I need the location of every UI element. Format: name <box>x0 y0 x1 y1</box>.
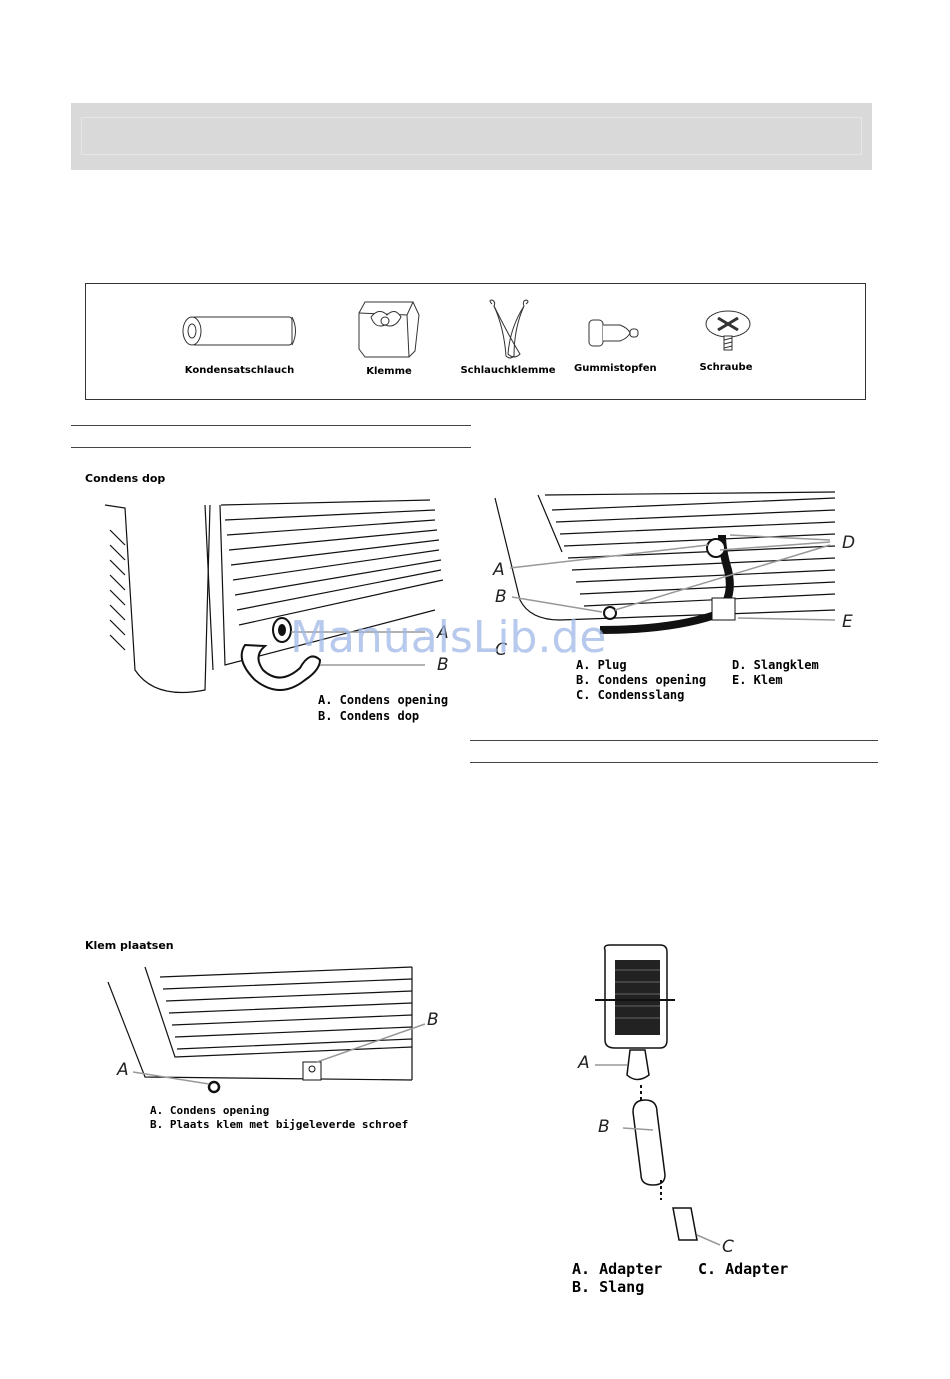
fig4-letter-a: A <box>577 1053 590 1073</box>
fig2-letter-c: C <box>495 640 507 660</box>
fig2-letter-a: A <box>492 560 505 580</box>
part-label-screw: Schraube <box>699 362 753 373</box>
caption-line: D. Slangklem <box>732 658 819 672</box>
caption-line: C. Condensslang <box>576 688 685 702</box>
figure-adapter-slang: A B C <box>577 944 734 1257</box>
fig3-letter-a: A <box>116 1060 129 1080</box>
fig4-letter-c: C <box>722 1237 734 1257</box>
caption-line: B. Slang <box>572 1278 645 1296</box>
figure-title: Condens dop <box>85 472 166 485</box>
caption-line: A. Condens opening <box>150 1104 270 1117</box>
part-label-hose: Kondensatschlauch <box>184 365 295 376</box>
part-label-clamp: Klemme <box>366 366 412 377</box>
caption-line: B. Plaats klem met bijgeleverde schroef <box>150 1118 409 1131</box>
figure-condens-slang: A B C D E <box>492 491 855 660</box>
caption-line: E. Klem <box>732 673 783 687</box>
part-label-rubber-plug: Gummistopfen <box>574 363 657 374</box>
hose-clip-icon <box>489 299 529 359</box>
clamp-icon <box>358 301 420 358</box>
section-rule <box>71 425 471 426</box>
screw-icon <box>705 310 751 351</box>
caption-line: A. Plug <box>576 658 627 672</box>
section-header-inner <box>81 117 862 155</box>
figure-klem-plaatsen: A B <box>107 966 439 1094</box>
hose-icon <box>182 316 296 346</box>
section-rule <box>71 447 471 448</box>
fig2-letter-e: E <box>842 612 853 632</box>
section-rule <box>470 740 878 741</box>
watermark: ManualsLib.de <box>290 612 607 663</box>
fig2-letter-b: B <box>495 587 507 607</box>
caption-line: B. Condens opening <box>576 673 707 687</box>
fig4-letter-b: B <box>598 1117 610 1137</box>
caption-line: A. Condens opening <box>318 693 449 707</box>
fig2-letter-d: D <box>842 533 855 553</box>
fig1-letter-b: B <box>437 655 449 675</box>
fig1-letter-a: A <box>436 623 449 643</box>
figure-condens-dop: A B <box>104 499 449 693</box>
part-label-hose-clip: Schlauchklemme <box>460 365 556 376</box>
section-rule <box>470 762 878 763</box>
fig3-letter-b: B <box>427 1010 439 1030</box>
figure-title: Klem plaatsen <box>85 939 174 952</box>
caption-line: C. Adapter <box>698 1260 789 1278</box>
rubber-plug-icon <box>588 319 639 347</box>
caption-line: B. Condens dop <box>318 709 420 723</box>
section-header-bar <box>71 103 872 170</box>
caption-line: A. Adapter <box>572 1260 663 1278</box>
parts-box: Kondensatschlauch Klemme Schlauchklemme … <box>85 283 866 400</box>
